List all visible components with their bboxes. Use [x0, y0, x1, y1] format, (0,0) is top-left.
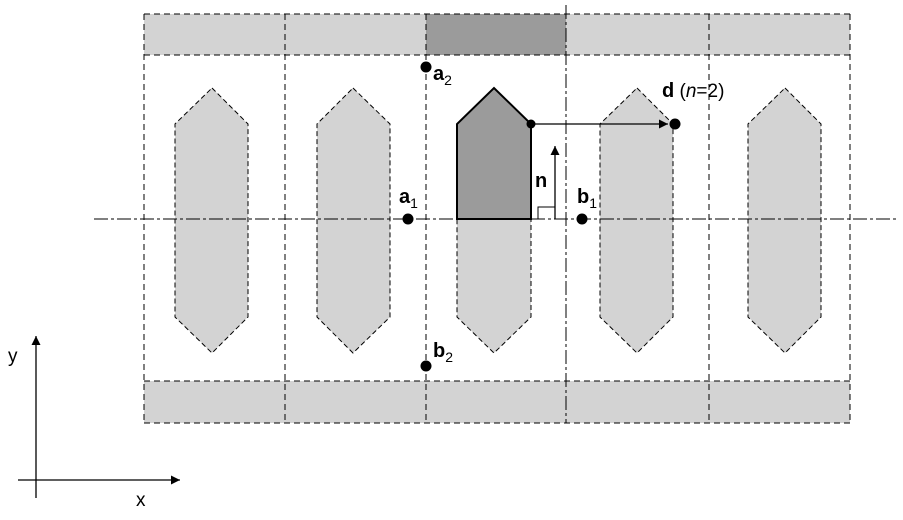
label-d-var: n — [686, 81, 697, 102]
label-d-rest: =2) — [696, 81, 724, 102]
normal-vector-group: n — [535, 146, 560, 219]
label-n: n — [535, 170, 547, 192]
label-b1-sub: 1 — [589, 195, 597, 211]
symmetry-axes — [94, 5, 896, 423]
point-b1 — [576, 213, 588, 225]
hexagon-cells — [174, 86, 822, 354]
top-strip — [144, 13, 850, 56]
label-b1: b1 — [577, 186, 597, 211]
translation-vector-group: d (n=2) — [526, 80, 724, 130]
point-a1 — [402, 213, 414, 225]
label-b2: b2 — [433, 340, 453, 365]
point-b2 — [420, 360, 432, 372]
hexagon-cell-2 — [316, 87, 391, 354]
label-a2-main: a — [433, 63, 445, 85]
bottom-strip — [144, 380, 850, 424]
point-a2 — [420, 61, 432, 73]
label-a2: a2 — [433, 63, 452, 88]
right-angle-marker — [537, 206, 555, 219]
coordinate-axes: y x — [8, 336, 180, 511]
top-strip-dark-cell — [426, 14, 566, 55]
label-x-axis: x — [136, 490, 146, 511]
bottom-strip-fill — [144, 381, 850, 423]
label-d-main: d — [662, 80, 674, 102]
hexagon-cell-1 — [174, 87, 249, 354]
label-a2-sub: 2 — [444, 72, 452, 88]
hexagon-cell-5 — [747, 87, 822, 354]
label-d-open: ( — [674, 81, 686, 102]
point-d — [669, 118, 681, 130]
label-y-axis: y — [8, 346, 18, 367]
label-d: d (n=2) — [662, 80, 724, 102]
label-a1-main: a — [399, 186, 411, 208]
lattice-points: a2 a1 b1 b2 — [399, 61, 597, 372]
label-a1: a1 — [399, 186, 418, 211]
label-a1-sub: 1 — [410, 195, 418, 211]
hexagon-cell-3-upper-highlighted — [456, 86, 532, 220]
point-vertex — [526, 119, 536, 129]
hexagon-cell-4 — [599, 87, 674, 354]
label-b2-sub: 2 — [445, 349, 453, 365]
hexagon-cell-3-lower — [456, 218, 532, 354]
label-b1-main: b — [577, 186, 589, 208]
label-b2-main: b — [433, 340, 445, 362]
